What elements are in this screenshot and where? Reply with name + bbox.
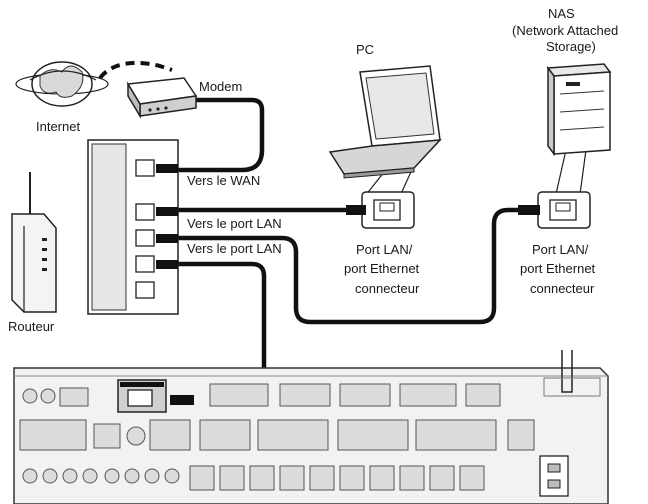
to-lan-label-1: Vers le port LAN (187, 216, 282, 231)
receiver-rear-panel (13, 350, 609, 504)
nas-port-link (555, 149, 567, 195)
laptop-icon (328, 65, 442, 179)
modem-icon (126, 77, 198, 119)
nas-label-line1: NAS (548, 6, 575, 21)
modem-to-wan-cable (177, 97, 265, 173)
internet-label: Internet (36, 119, 80, 134)
router-icon: Routeur (8, 139, 179, 334)
power-socket-icon (539, 455, 569, 497)
receiver-lan-port-icon (117, 379, 194, 413)
globe-icon (15, 61, 109, 107)
pc-port-label-line1: Port LAN/ (356, 242, 413, 257)
lan-to-nas-cable (173, 207, 523, 325)
pc-port-label-line3: connecteur (355, 281, 420, 296)
modem-internet-link (98, 60, 173, 80)
to-lan-label-2: Vers le port LAN (187, 241, 282, 256)
cables (98, 60, 587, 403)
nas-server-icon (546, 63, 612, 157)
nas-port-label-line3: connecteur (530, 281, 595, 296)
router-label: Routeur (8, 319, 55, 334)
modem-label: Modem (199, 79, 242, 94)
nas-port-label-line1: Port LAN/ (532, 242, 589, 257)
nas-label-line3: Storage) (546, 39, 596, 54)
to-wan-label: Vers le WAN (187, 173, 260, 188)
pc-label: PC (356, 42, 374, 57)
nas-port-label-line2: port Ethernet (520, 261, 596, 276)
nas-ethernet-port-icon (518, 191, 591, 229)
pc-ethernet-port-icon (346, 191, 415, 229)
nas-port-link-2 (579, 149, 587, 195)
pc-port-label-line2: port Ethernet (344, 261, 420, 276)
nas-label-line2: (Network Attached (512, 23, 618, 38)
